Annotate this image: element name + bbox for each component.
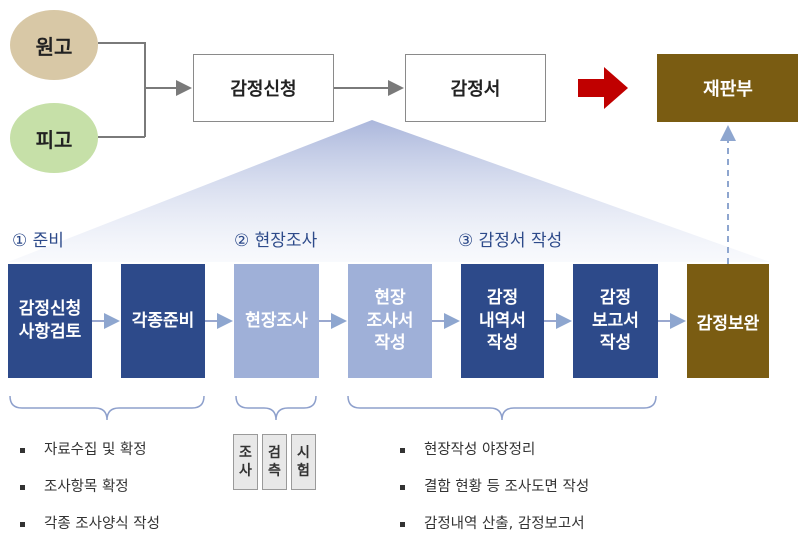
list-item: 자료수집 및 확정 [18,440,160,477]
process-field-survey: 현장조사 [234,264,319,378]
braces [9,395,657,421]
tag-survey: 조 사 [233,434,258,490]
zoom-fan [8,120,770,262]
red-arrow-icon [578,67,628,109]
process-preparation: 각종준비 [121,264,205,378]
application-box: 감정신청 [193,54,334,122]
list-item: 현장작성 야장정리 [398,440,589,477]
process-review: 감정신청 사항검토 [8,264,92,378]
report-box: 감정서 [405,54,546,122]
step-field: ② 현장조사 [234,231,318,251]
process-supplement: 감정보완 [687,264,769,378]
process-cost-statement: 감정 내역서 작성 [461,264,544,378]
step-prepare: ① 준비 [12,231,64,251]
defendant-circle: 피고 [10,103,98,173]
court-box: 재판부 [657,54,798,122]
process-report-writeup: 감정 보고서 작성 [573,264,658,378]
step-report: ③ 감정서 작성 [458,231,563,251]
prep-list: 자료수집 및 확정 조사항목 확정 각종 조사양식 작성 [18,440,160,551]
list-item: 감정내역 산출, 감정보고서 [398,514,589,551]
list-item: 결함 현황 등 조사도면 작성 [398,477,589,514]
report-list: 현장작성 야장정리 결함 현황 등 조사도면 작성 감정내역 산출, 감정보고서 [398,440,589,551]
list-item: 조사항목 확정 [18,477,160,514]
plaintiff-circle: 원고 [10,10,98,80]
tag-measure: 검 측 [262,434,287,490]
tag-test: 시 험 [291,434,316,490]
party-connector [98,42,190,138]
process-survey-writeup: 현장 조사서 작성 [348,264,432,378]
list-item: 각종 조사양식 작성 [18,514,160,551]
